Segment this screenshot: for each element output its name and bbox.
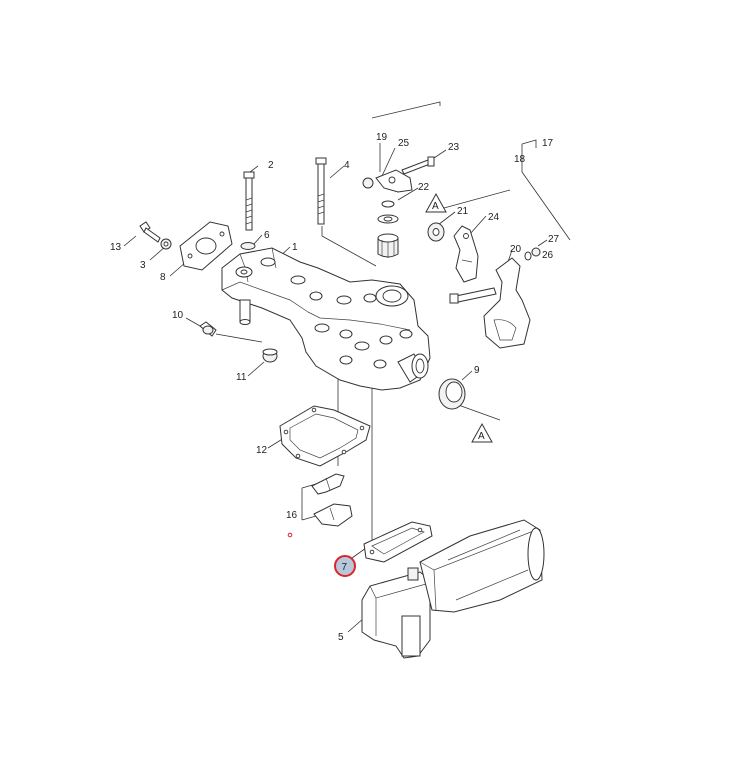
- clips: [311, 473, 353, 527]
- view-marker-bottom: A: [471, 422, 493, 443]
- callout-21: 21: [457, 206, 469, 217]
- callout-2: 2: [268, 160, 274, 171]
- callout-24: 24: [488, 212, 500, 223]
- callout-25: 25: [398, 138, 410, 149]
- highlighted-callout-7[interactable]: 7: [334, 555, 356, 577]
- lever-assembly: [362, 156, 541, 349]
- callout-20: 20: [510, 244, 522, 255]
- callout-27: 27: [548, 234, 560, 245]
- callout-5: 5: [338, 632, 344, 643]
- callout-4: 4: [344, 160, 350, 171]
- view-marker-top-label: A: [432, 201, 439, 212]
- callout-7-label: 7: [342, 562, 348, 573]
- callout-11: 11: [236, 372, 247, 383]
- callout-labels: 19 25 23 22 21 24 17 18 20 27 26 2 4 6 1…: [110, 132, 560, 643]
- view-marker-top: A: [425, 192, 447, 213]
- cover-plate: [363, 521, 433, 563]
- seal-ring: [438, 378, 466, 410]
- lower-unit: [361, 519, 545, 659]
- callout-6: 6: [264, 230, 270, 241]
- callout-16: 16: [286, 510, 298, 521]
- callout-26: 26: [542, 250, 554, 261]
- callout-9: 9: [474, 365, 480, 376]
- callout-8: 8: [160, 272, 166, 283]
- marker-dot: [287, 532, 293, 538]
- callout-18: 18: [514, 154, 526, 165]
- callout-10: 10: [172, 310, 184, 321]
- callout-3: 3: [140, 260, 146, 271]
- callout-22: 22: [418, 182, 430, 193]
- callout-1: 1: [292, 242, 298, 253]
- main-housing: [221, 247, 431, 391]
- left-hardware: [139, 157, 327, 363]
- view-marker-bottom-label: A: [478, 431, 485, 442]
- callout-19: 19: [376, 132, 388, 143]
- callout-12: 12: [256, 445, 268, 456]
- gasket: [279, 405, 371, 467]
- callout-13: 13: [110, 242, 122, 253]
- callout-17: 17: [542, 138, 554, 149]
- callout-23: 23: [448, 142, 460, 153]
